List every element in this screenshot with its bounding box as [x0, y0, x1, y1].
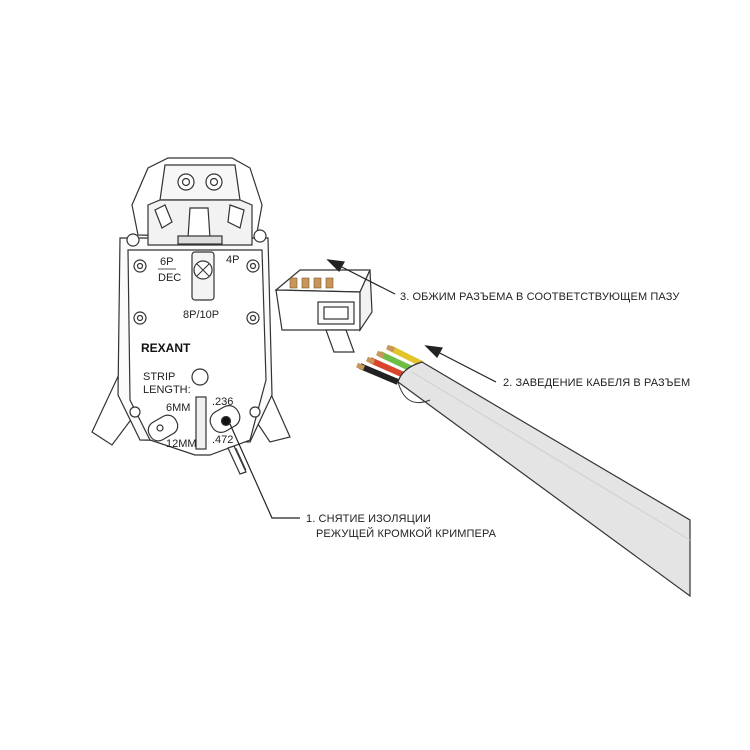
strip-blade-slot: [195, 396, 207, 450]
flat-cable: [356, 344, 691, 598]
plate-screw-icon: [129, 406, 141, 418]
strip-label-line1: STRIP: [143, 371, 175, 383]
brand-logo: REXANT: [141, 341, 191, 355]
strip-stop-dot-icon: [220, 415, 232, 427]
crimper-tool: [91, 157, 291, 475]
step1-label-line1: 1. СНЯТИЕ ИЗОЛЯЦИИ: [306, 513, 431, 525]
connector-side: [359, 269, 373, 332]
slot-label-4p: 4P: [226, 254, 239, 266]
step3-label: 3. ОБЖИМ РАЗЪЕМА В СООТВЕТСТВУЮЩЕМ ПАЗУ: [400, 291, 680, 303]
side-bolt-left-icon: [126, 233, 140, 247]
slot-label-8p10p: 8P/10P: [183, 309, 219, 321]
wire-yellow: [388, 345, 424, 367]
step-labels: 3. ОБЖИМ РАЗЪЕМА В СООТВЕТСТВУЮЩЕМ ПАЗУ …: [306, 291, 690, 540]
slot-label-6p: 6P: [160, 256, 173, 268]
step1-label-line2: РЕЖУЩЕЙ КРОМКОЙ КРИМПЕРА: [316, 527, 497, 540]
brand-plate: [140, 340, 234, 356]
tool-labels: 6P DEC 4P 8P/10P REXANT STRIP LENGTH: 6M…: [141, 254, 239, 450]
stripper-wire-icon: [227, 445, 247, 475]
cable-jacket: [397, 361, 691, 598]
leader-step1: [229, 423, 300, 519]
strip-472: .472: [212, 434, 233, 446]
strip-236: .236: [212, 396, 233, 408]
crimper-head-inner: [159, 164, 241, 201]
slot-label-dec: DEC: [158, 272, 181, 284]
plate-screw-icon: [191, 368, 209, 386]
annotation-arrows: [229, 259, 497, 519]
rj-connector: [274, 269, 373, 353]
wire-black: [358, 363, 400, 385]
arrow-step3: [331, 261, 396, 295]
side-bolt-right-icon: [253, 229, 267, 243]
strip-6mm: 6MM: [166, 402, 190, 414]
strip-12mm: 12MM: [166, 438, 197, 450]
plate-screw-icon: [249, 406, 261, 418]
step2-label: 2. ЗАВЕДЕНИЕ КАБЕЛЯ В РАЗЪЕМ: [503, 377, 690, 389]
wire-red: [368, 357, 408, 379]
strip-label-line2: LENGTH:: [143, 384, 191, 396]
arrow-step2: [429, 347, 497, 383]
connector-latch: [325, 329, 355, 353]
wire-green: [378, 351, 416, 373]
connector-contacts: [289, 277, 334, 289]
